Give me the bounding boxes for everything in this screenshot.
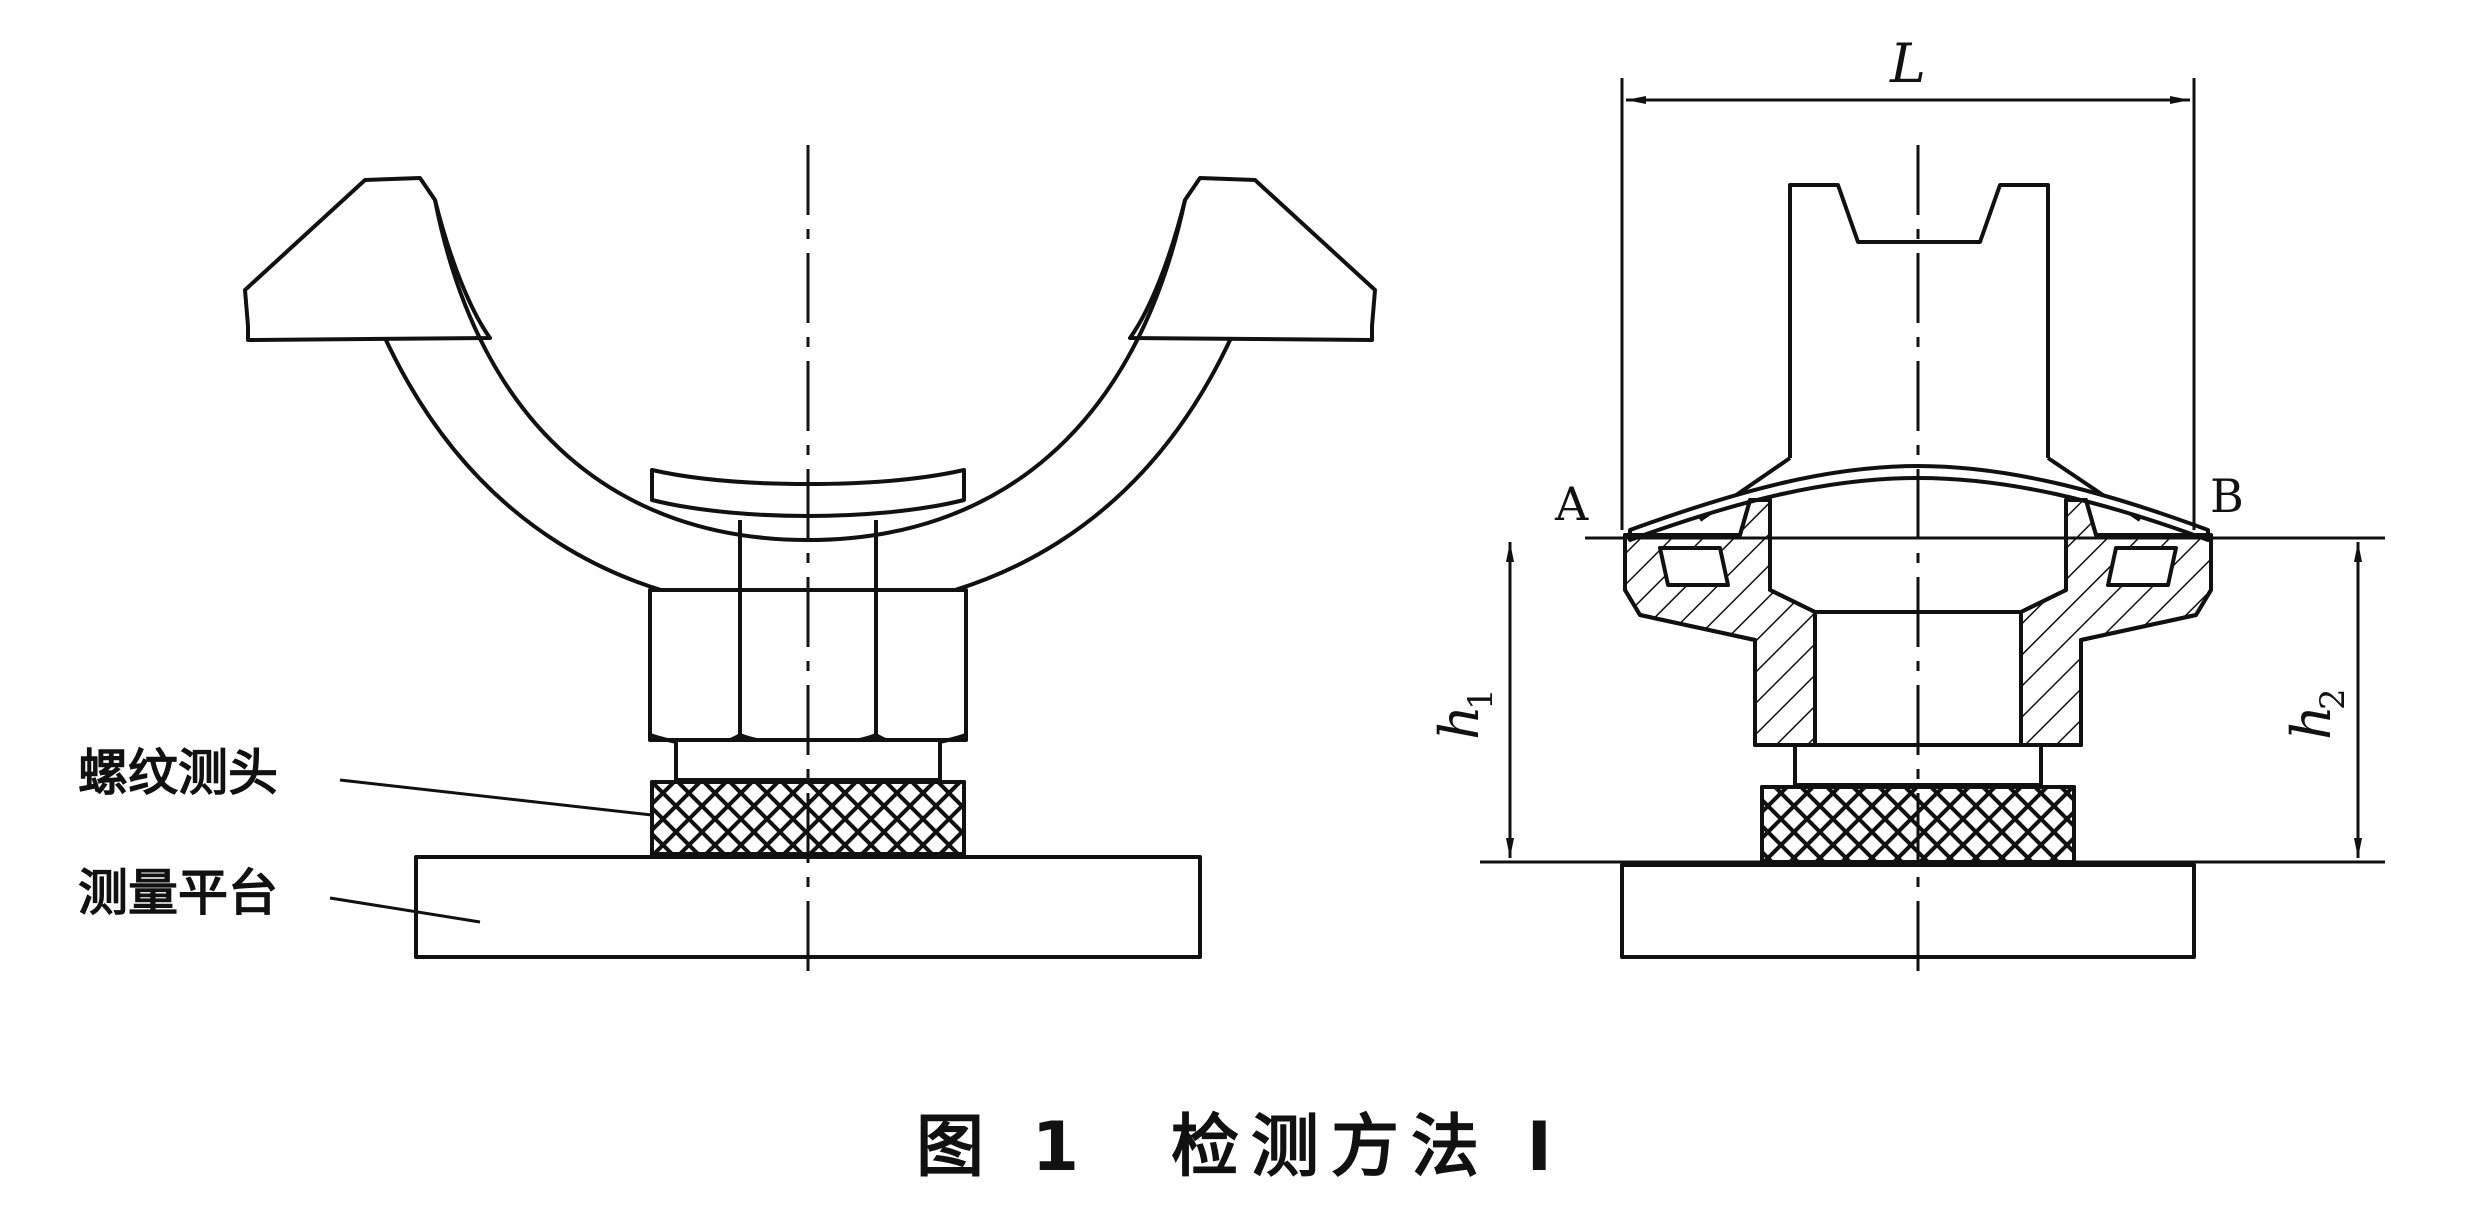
svg-text:h: h [2280, 705, 2343, 740]
dim-h2-label: h 2 [2280, 688, 2353, 740]
point-B-label: B [2210, 469, 2244, 523]
upper-fork [1788, 183, 2050, 458]
bracket-right-horn [1128, 176, 1377, 342]
svg-text:1: 1 [1461, 688, 1501, 710]
bracket-left-horn [243, 176, 492, 342]
point-A-label: A [1554, 477, 1589, 531]
dim-h1-label: h 1 [1428, 688, 1501, 740]
right-view [1480, 78, 2385, 985]
dim-L-label: L [1889, 32, 1926, 95]
platform-leader [329, 896, 481, 924]
probe-label: 螺纹测头 [78, 744, 278, 802]
figure-caption: 图 1 检测方法 Ⅰ [916, 1108, 1564, 1187]
left-view [243, 145, 1377, 985]
bracket-inner-arc [433, 199, 1187, 542]
right-measuring-platform [1620, 863, 2196, 959]
platform-label: 测量平台 [78, 864, 278, 922]
svg-text:2: 2 [2313, 688, 2353, 710]
svg-text:h: h [1428, 705, 1491, 740]
probe-leader [339, 778, 653, 817]
